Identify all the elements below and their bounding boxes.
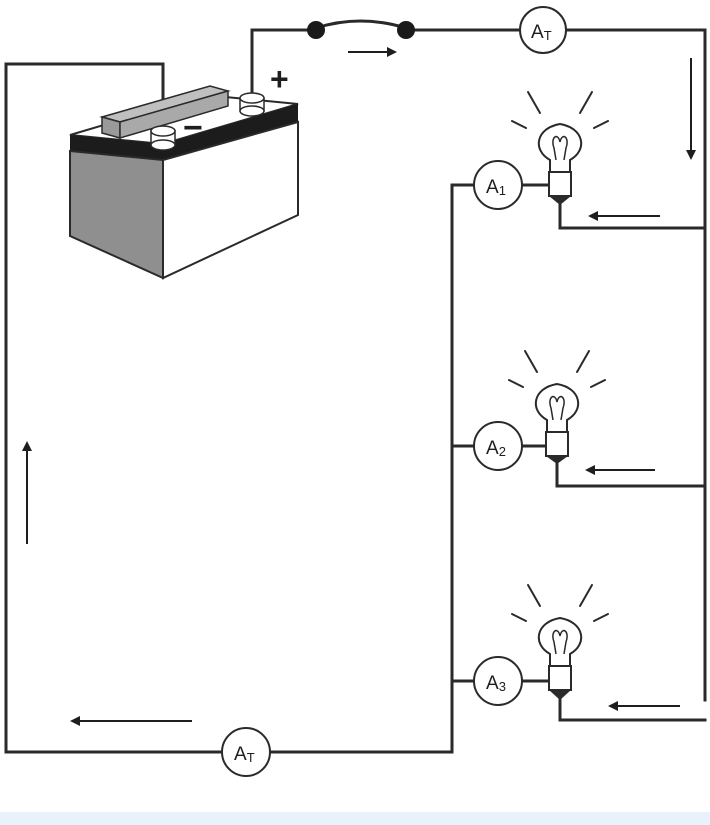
ammeter-icon: A3 — [473, 656, 523, 706]
meter-total-top-sub: T — [544, 28, 552, 43]
lamp-3-rays — [511, 584, 609, 622]
wire-bottom-meter-to-branch-rail — [268, 183, 454, 754]
meter-branch-1-letter: A — [486, 177, 499, 198]
meter-total-top-letter: A — [531, 22, 544, 43]
svg-text:A3: A3 — [486, 673, 506, 694]
wire-positive-lead — [250, 28, 316, 98]
ammeter-icon: AT — [519, 6, 567, 54]
footer-band — [0, 812, 710, 825]
lamp-2-rays — [508, 350, 606, 388]
wire-meter-to-right-rail — [564, 28, 707, 702]
negative-terminal — [150, 125, 176, 151]
wire-branch-3-lamp-to-rail — [558, 698, 707, 722]
lamp-icon — [508, 350, 606, 464]
wire-negative-lead — [4, 62, 224, 754]
ammeter-icon: A1 — [473, 160, 523, 210]
battery-icon: + − — [69, 61, 299, 280]
meter-branch-3-sub: 3 — [499, 679, 506, 694]
meter-branch-3-letter: A — [486, 673, 499, 694]
negative-sign: − — [183, 109, 203, 147]
meter-total-bottom-letter: A — [234, 744, 247, 765]
meter-branch-1-sub: 1 — [499, 183, 506, 198]
wire-branch-1-lamp-to-rail — [558, 202, 707, 230]
meter-branch-2-letter: A — [486, 438, 499, 459]
current-arrows — [22, 47, 696, 726]
lamp-1-rays — [511, 91, 609, 129]
positive-sign: + — [270, 61, 289, 97]
svg-text:A2: A2 — [486, 438, 506, 459]
ammeter-icon: A2 — [473, 421, 523, 471]
positive-terminal — [239, 92, 265, 117]
meter-total-bottom-sub: T — [247, 750, 255, 765]
ammeter-icon: AT — [221, 727, 271, 777]
wire-branch-2-lamp-to-rail — [555, 462, 707, 488]
lamp-icon — [511, 91, 609, 205]
svg-text:A1: A1 — [486, 177, 506, 198]
switch-icon — [307, 19, 415, 39]
meter-branch-2-sub: 2 — [499, 444, 506, 459]
lamp-icon — [511, 584, 609, 700]
svg-text:AT: AT — [531, 22, 552, 43]
wires — [4, 28, 707, 754]
svg-text:AT: AT — [234, 744, 255, 765]
